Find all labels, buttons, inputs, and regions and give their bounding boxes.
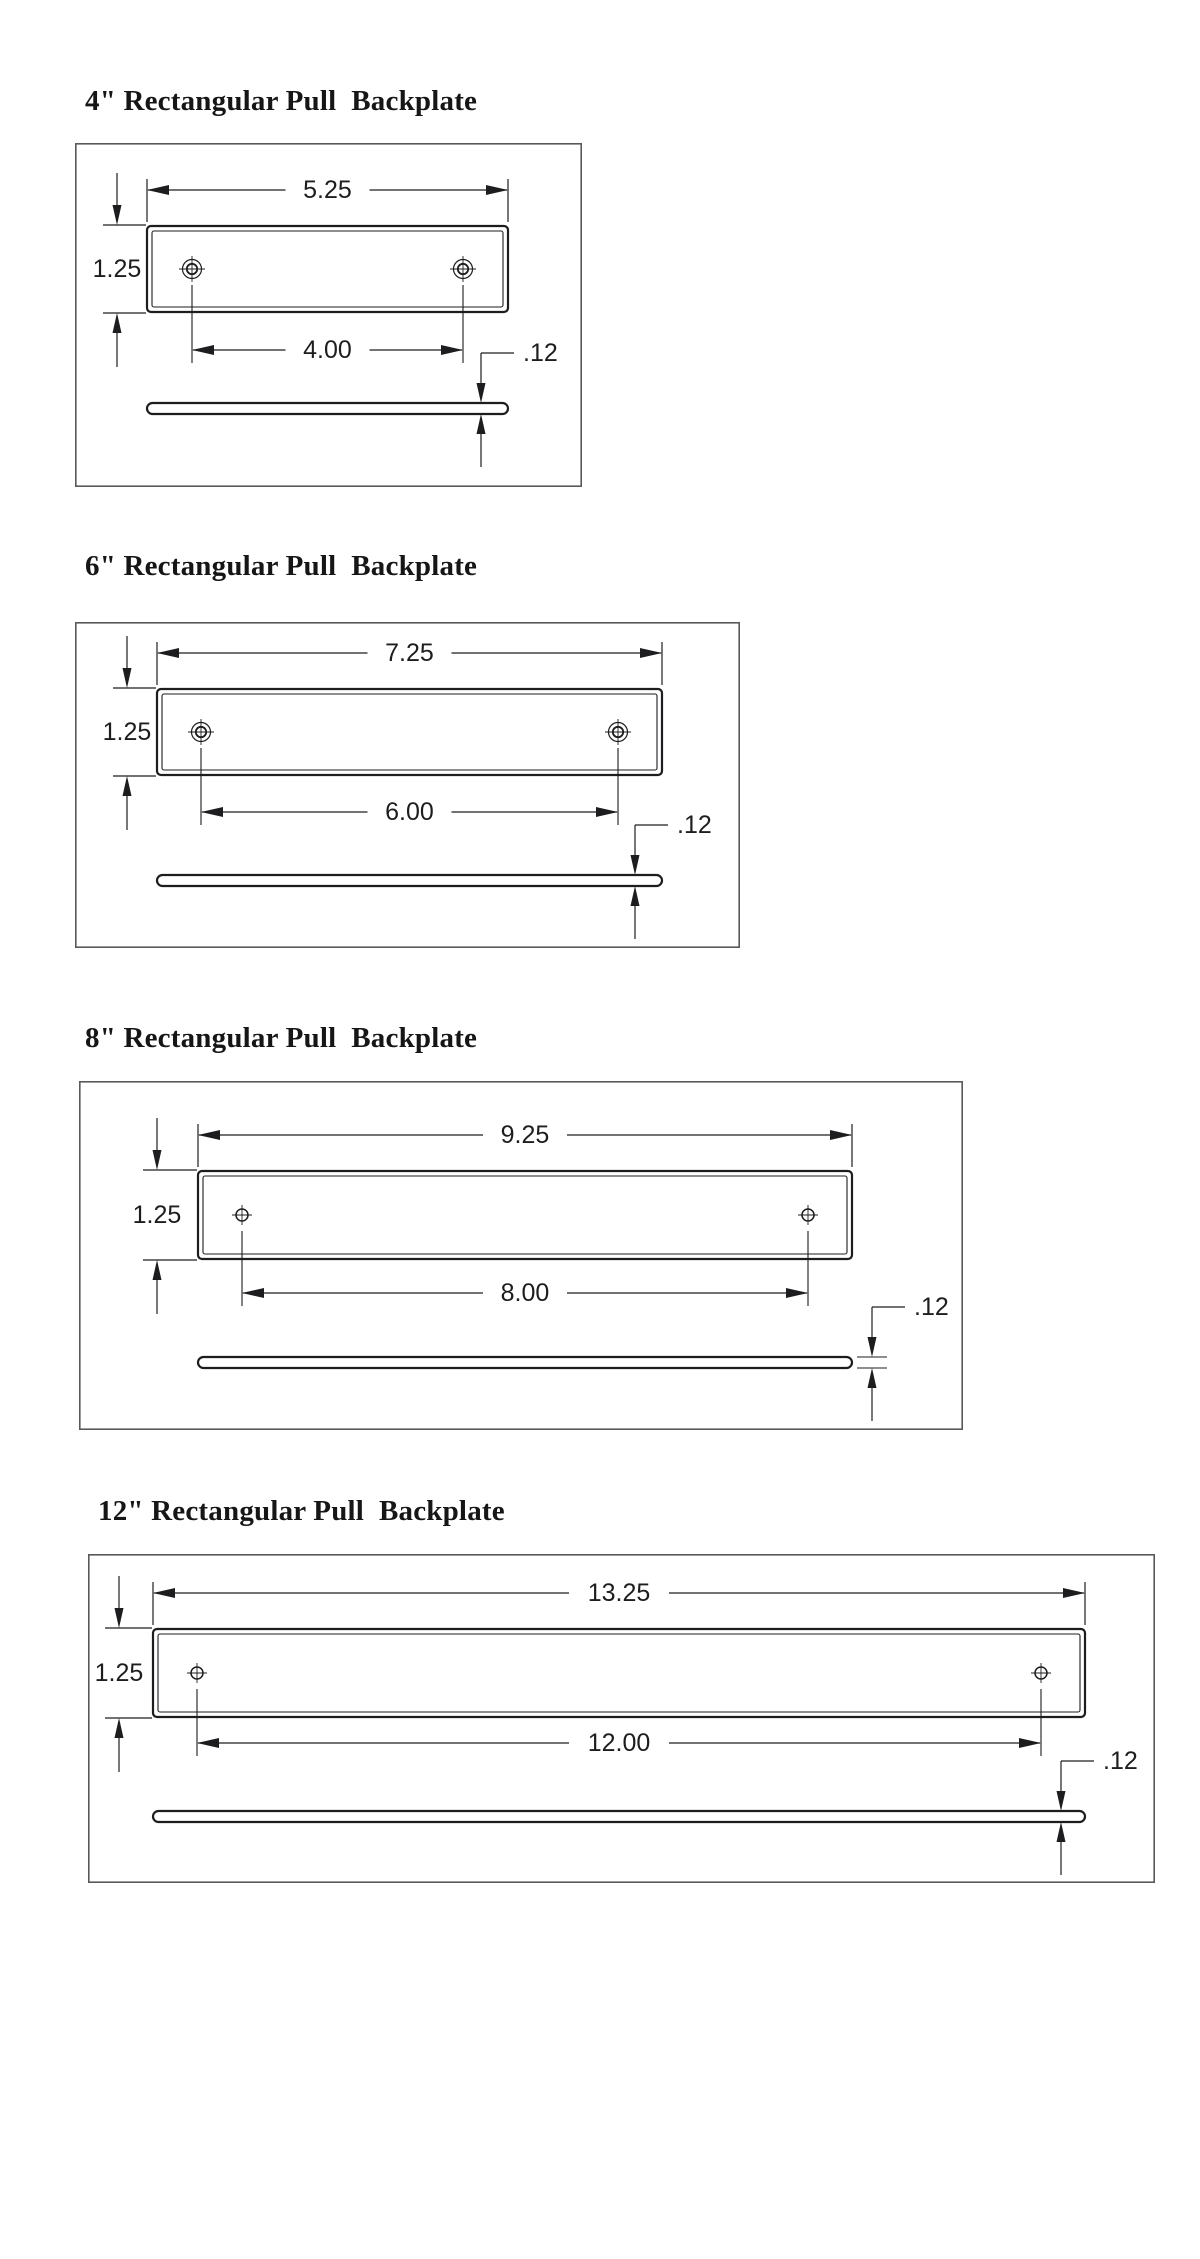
plate-side-view [151, 1809, 1087, 1824]
height-dimension-text: 1.25 [133, 1201, 182, 1229]
plate-side-view [196, 1355, 854, 1370]
panel-frame [75, 143, 582, 487]
width-dimension-text: 9.25 [501, 1121, 550, 1149]
panel-frame [75, 622, 741, 948]
drawing-title-8in: 8" Rectangular Pull Backplate [85, 1022, 478, 1054]
width-dimension-text: 5.25 [303, 176, 352, 204]
hole-spacing-dimension-text: 12.00 [588, 1729, 651, 1757]
height-dimension-text: 1.25 [103, 718, 152, 746]
hole-spacing-dimension-text: 8.00 [501, 1279, 550, 1307]
thickness-dimension-text: .12 [523, 339, 558, 367]
height-dimension-text: 1.25 [93, 255, 142, 283]
plate-inner-edge [157, 1633, 1081, 1713]
drawing-canvas-12in: 13.25 1.25 12.00 .12 [88, 1554, 1156, 1883]
width-dimension-text: 13.25 [588, 1579, 651, 1607]
plate-front-view [196, 1169, 854, 1261]
plate-front-view [155, 687, 664, 777]
width-dimension-text: 7.25 [385, 639, 434, 667]
plate-inner-edge [151, 230, 504, 308]
drawing-title-12in: 12" Rectangular Pull Backplate [98, 1495, 505, 1527]
drawing-canvas-4in: 5.25 1.25 4.00 .12 [75, 143, 582, 487]
plate-front-view [145, 224, 510, 314]
plate-side-view [145, 401, 510, 416]
plate-front-view [151, 1627, 1087, 1719]
thickness-dimension-text: .12 [1103, 1747, 1138, 1775]
hole-spacing-dimension-text: 4.00 [303, 336, 352, 364]
panel-frame [88, 1554, 1156, 1883]
thickness-dimension-text: .12 [677, 811, 712, 839]
drawing-canvas-8in: 9.25 1.25 8.00 .12 [79, 1081, 964, 1430]
height-dimension-text: 1.25 [95, 1659, 144, 1687]
plate-inner-edge [161, 693, 658, 771]
thickness-dimension-text: .12 [914, 1293, 949, 1321]
plate-inner-edge [202, 1175, 848, 1255]
drawing-title-6in: 6" Rectangular Pull Backplate [85, 550, 478, 582]
hole-spacing-dimension-text: 6.00 [385, 798, 434, 826]
drawing-canvas-6in: 7.25 1.25 6.00 .12 [75, 622, 741, 948]
plate-side-view [155, 873, 664, 888]
drawing-title-4in: 4" Rectangular Pull Backplate [85, 85, 478, 117]
